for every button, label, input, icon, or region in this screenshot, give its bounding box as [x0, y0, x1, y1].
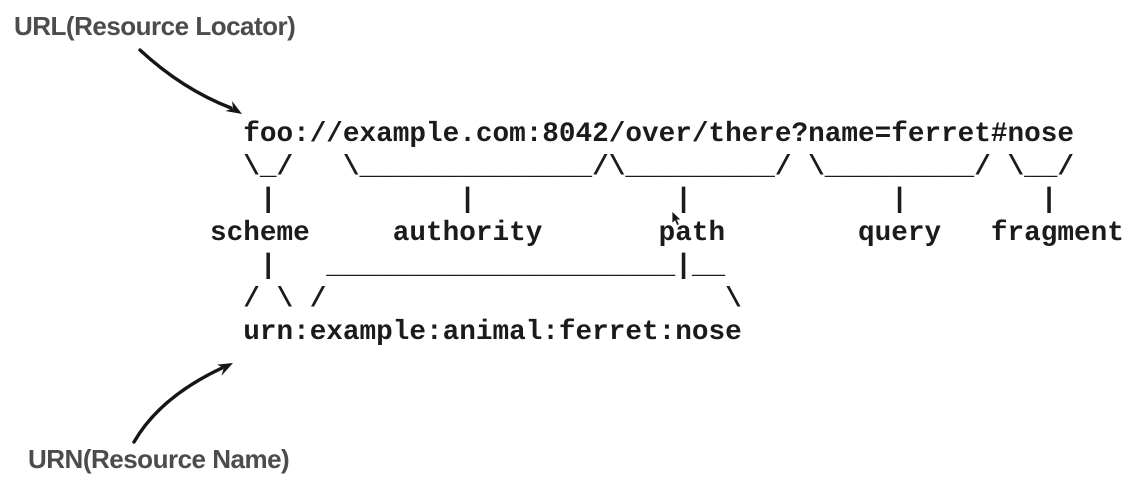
mouse-cursor-icon	[671, 210, 683, 227]
uri-brace-line: \_/ \______________/\_________/ \_______…	[210, 152, 1074, 183]
component-labels-line: scheme authority path query fragment	[210, 218, 1124, 249]
component-connector-line: | | | | |	[210, 185, 1058, 216]
urn-brace-line: / \ / \	[210, 284, 742, 315]
urn-connector-line: | _____________________|__	[210, 251, 726, 282]
url-resource-locator-label: URL(Resource Locator)	[14, 11, 296, 41]
ascii-art-block: foo://example.com:8042/over/there?name=f…	[210, 118, 1124, 349]
urn-resource-name-label: URN(Resource Name)	[28, 444, 290, 474]
url-arrow	[138, 48, 242, 114]
urn-arrow	[132, 363, 233, 444]
urn-example-line: urn:example:animal:ferret:nose	[210, 317, 742, 348]
uri-example-line: foo://example.com:8042/over/there?name=f…	[210, 119, 1074, 150]
